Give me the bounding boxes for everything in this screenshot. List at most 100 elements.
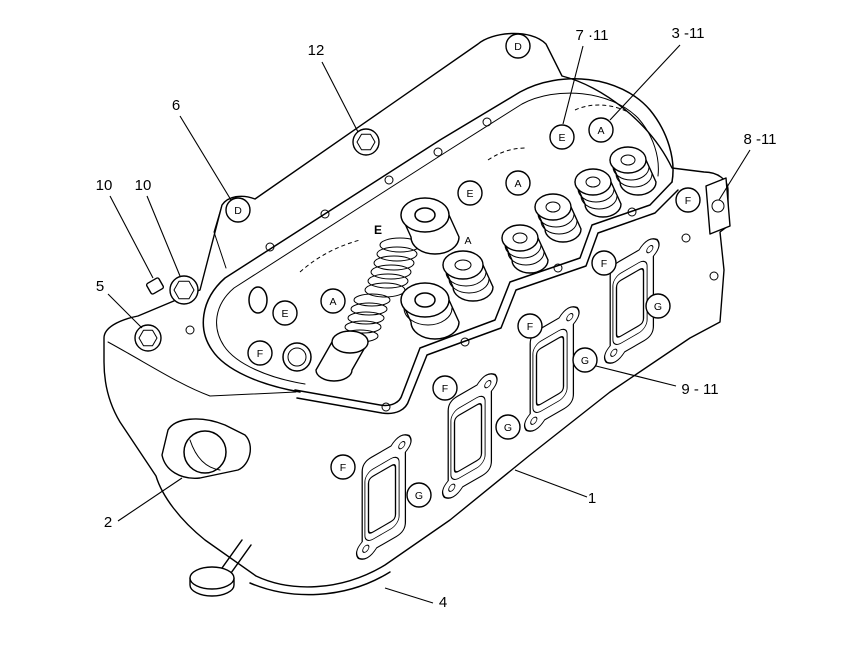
bolt-hex	[356, 133, 376, 151]
bolt-d: D	[225, 197, 251, 223]
retainer-hole	[585, 176, 601, 188]
bolt-e: E	[457, 180, 483, 206]
small-holes	[185, 117, 719, 412]
port-boss	[161, 418, 252, 479]
spring-retainer-4	[534, 193, 582, 243]
bolt-hex	[138, 329, 158, 347]
bolt-head	[432, 375, 458, 401]
bolt-head	[457, 180, 483, 206]
bolt-head	[406, 482, 432, 508]
spring-coil	[367, 273, 409, 289]
flange-hole	[484, 380, 492, 389]
bolt-f: F	[591, 250, 617, 276]
bolt-d: D	[505, 33, 531, 59]
callout-10b: 10	[135, 177, 152, 194]
bolt-letter: G	[654, 301, 662, 313]
spring-coil	[344, 320, 382, 334]
bolt-e: E	[272, 300, 298, 326]
bracket-bolt-hole	[711, 199, 725, 213]
rocker-cover-rim-inner	[216, 92, 659, 385]
spring-retainer-2	[442, 250, 494, 302]
spring-retainer-6	[609, 146, 657, 196]
bolt-head	[588, 117, 614, 143]
callout-9-11: 9 - 11	[681, 381, 718, 398]
retainer-coil	[504, 244, 545, 266]
small-hole	[627, 207, 637, 217]
spring-coil	[370, 264, 412, 280]
leader-line-8-11	[718, 149, 751, 201]
flange-hole	[530, 416, 538, 425]
port-shading	[189, 439, 221, 471]
bolt-head	[645, 293, 671, 319]
bolt-letter: E	[466, 188, 473, 200]
spring-retainer-1	[400, 197, 460, 255]
exhaust-flange-2	[441, 373, 498, 499]
bolt-head	[225, 197, 251, 223]
flange-hole	[646, 245, 654, 254]
bolt-f: F	[675, 187, 701, 213]
valve-stem	[221, 539, 252, 574]
exhaust-port	[367, 464, 397, 534]
floating-letter-a: A	[464, 235, 471, 247]
exhaust-port	[453, 403, 483, 473]
small-hole	[681, 233, 691, 243]
leader-line-5	[107, 293, 143, 329]
chamber-rib	[574, 104, 629, 113]
bolt-head	[591, 250, 617, 276]
bolt-letter: F	[442, 383, 448, 395]
bolt-head	[495, 414, 521, 440]
bolt-letter: A	[597, 125, 604, 137]
small-hole	[709, 271, 719, 281]
retainer-hole	[414, 292, 436, 308]
small-hole	[185, 325, 195, 335]
flange-hole	[398, 441, 406, 450]
retainer-top	[442, 250, 484, 280]
bolt-letter: G	[581, 355, 589, 367]
callout-2: 2	[104, 514, 112, 531]
callout-4: 4	[439, 594, 447, 611]
retainer-coil	[577, 188, 618, 210]
bolt-letter: F	[257, 348, 263, 360]
retainer-top	[400, 197, 450, 233]
bolt-head	[247, 340, 273, 366]
bolt-head	[549, 124, 575, 150]
bolt-head	[134, 324, 162, 352]
leader-line-6	[179, 115, 232, 201]
bolt-letter: G	[504, 422, 512, 434]
bolt-letter: A	[514, 178, 521, 190]
bolt-f: F	[517, 313, 543, 339]
left-fin	[213, 204, 227, 269]
spring-coil	[347, 311, 385, 325]
flange-face	[532, 328, 568, 413]
retainer-coil	[537, 213, 578, 235]
bolt-5	[134, 324, 162, 352]
bolt-letter: F	[527, 321, 533, 333]
spring-coil	[373, 255, 415, 271]
bolt-letter: F	[340, 462, 346, 474]
flange-face	[612, 260, 648, 345]
bolt-letter: F	[685, 195, 691, 207]
leader-line-9-11	[595, 365, 677, 387]
exhaust-port	[615, 268, 645, 338]
bolt-letter: E	[558, 132, 565, 144]
end-bracket	[705, 177, 731, 235]
callout-1: 1	[588, 490, 596, 507]
gasket-line-lower	[296, 189, 679, 415]
plug-hole-ring	[282, 342, 312, 372]
spring-retainer-7	[400, 282, 460, 340]
small-hole	[482, 117, 492, 127]
bolt-a: A	[588, 117, 614, 143]
flange-hole	[362, 544, 370, 553]
bolt-a: A	[505, 170, 531, 196]
bolt-letter: F	[601, 258, 607, 270]
retainer-coil	[403, 307, 453, 326]
bolt-letter: E	[281, 308, 288, 320]
small-hole	[384, 175, 394, 185]
bolt-head	[572, 347, 598, 373]
bolt-hex	[173, 280, 195, 300]
flange-outline	[355, 434, 412, 560]
rocker-cover-rim-outer	[202, 78, 674, 393]
small-hole	[265, 242, 275, 252]
leader-line-12	[321, 61, 359, 133]
